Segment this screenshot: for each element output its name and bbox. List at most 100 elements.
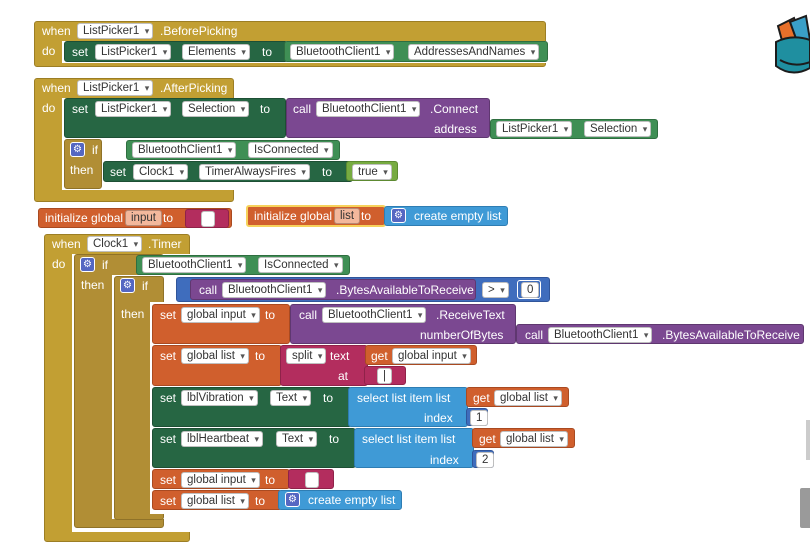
if-label: if [92, 143, 98, 157]
init-label: initialize global [254, 209, 333, 223]
method-label: .BytesAvailableToReceive [336, 283, 474, 297]
component-dropdown[interactable]: Clock1 [87, 236, 143, 252]
to-label: to [323, 391, 334, 405]
to-label: to [255, 349, 266, 363]
boolean-dropdown[interactable]: true [352, 164, 392, 180]
if-label: if [142, 279, 148, 293]
call-label: call [293, 102, 312, 116]
property-dropdown[interactable]: IsConnected [248, 142, 333, 158]
text-value-field[interactable]: | [377, 368, 392, 384]
variable-name-field[interactable]: input [125, 210, 162, 226]
text-label: text [330, 349, 350, 363]
component-dropdown[interactable]: BluetoothClient1 [142, 257, 247, 273]
set-label: set [72, 45, 89, 59]
method-label: .ReceiveText [436, 308, 505, 322]
create-list-label: create empty list [414, 209, 502, 223]
index-label: index [430, 453, 459, 467]
event-label: .Timer [148, 237, 182, 251]
component-dropdown[interactable]: BluetoothClient1 [548, 327, 653, 343]
to-label: to [265, 308, 276, 322]
component-dropdown[interactable]: lblVibration [181, 390, 258, 406]
then-label: then [70, 163, 94, 177]
address-label: address [434, 122, 477, 136]
set-label: set [160, 473, 177, 487]
text-value-field[interactable] [201, 211, 215, 227]
select-list-item-block[interactable] [348, 387, 468, 427]
set-label: set [160, 494, 177, 508]
text-value-field[interactable] [305, 472, 319, 488]
property-dropdown[interactable]: Selection [182, 101, 250, 117]
to-label: to [262, 45, 273, 59]
component-dropdown[interactable]: BluetoothClient1 [322, 307, 427, 323]
component-dropdown[interactable]: ListPicker1 [77, 80, 154, 96]
create-empty-list-block[interactable] [278, 490, 402, 510]
property-dropdown[interactable]: AddressesAndNames [408, 44, 540, 60]
number-of-bytes-label: numberOfBytes [420, 328, 504, 342]
number-field[interactable]: 1 [470, 410, 489, 426]
scrollbar-handle[interactable] [806, 420, 810, 460]
at-label: at [338, 369, 349, 383]
call-label: call [299, 308, 318, 322]
component-dropdown[interactable]: BluetoothClient1 [316, 101, 421, 117]
event-label: .BeforePicking [160, 24, 238, 38]
number-field[interactable]: 0 [521, 282, 540, 298]
method-label: .Connect [430, 102, 479, 116]
trash-can-icon[interactable] [800, 488, 810, 528]
component-dropdown[interactable]: BluetoothClient1 [290, 44, 395, 60]
init-label: initialize global [45, 211, 124, 225]
component-dropdown[interactable]: ListPicker1 [95, 44, 172, 60]
when-label: when [42, 24, 71, 38]
set-label: set [160, 349, 177, 363]
to-label: to [329, 432, 340, 446]
property-dropdown[interactable]: IsConnected [258, 257, 343, 273]
to-label: to [255, 494, 266, 508]
mutator-gear-icon[interactable]: ⚙ [285, 492, 300, 507]
property-dropdown[interactable]: Selection [584, 121, 652, 137]
component-dropdown[interactable]: Clock1 [133, 164, 189, 180]
select-list-item-label: select list item list [362, 432, 456, 446]
variable-dropdown[interactable]: global input [392, 348, 471, 364]
property-dropdown[interactable]: Elements [182, 44, 250, 60]
create-empty-list-block[interactable] [384, 206, 508, 226]
variable-dropdown[interactable]: global input [181, 307, 260, 323]
backpack-icon[interactable] [772, 12, 810, 76]
do-label: do [52, 257, 66, 271]
mutator-gear-icon[interactable]: ⚙ [391, 208, 406, 223]
when-label: when [52, 237, 81, 251]
split-dropdown[interactable]: split [286, 348, 327, 364]
mutator-gear-icon[interactable]: ⚙ [70, 142, 85, 157]
component-dropdown[interactable]: BluetoothClient1 [132, 142, 237, 158]
component-dropdown[interactable]: ListPicker1 [496, 121, 573, 137]
set-label: set [110, 165, 127, 179]
property-dropdown[interactable]: Text [270, 390, 312, 406]
mutator-gear-icon[interactable]: ⚙ [80, 257, 95, 272]
number-field[interactable]: 2 [476, 452, 495, 468]
variable-dropdown[interactable]: global list [181, 493, 249, 509]
set-label: set [160, 308, 177, 322]
call-label: call [199, 283, 218, 297]
to-label: to [163, 211, 174, 225]
operator-dropdown[interactable]: > [482, 282, 509, 298]
variable-dropdown[interactable]: global list [181, 348, 249, 364]
get-label: get [479, 432, 496, 446]
to-label: to [260, 102, 271, 116]
mutator-gear-icon[interactable]: ⚙ [120, 278, 135, 293]
component-dropdown[interactable]: ListPicker1 [77, 23, 154, 39]
component-dropdown[interactable]: BluetoothClient1 [222, 282, 327, 298]
property-dropdown[interactable]: TimerAlwaysFires [199, 164, 310, 180]
set-label: set [72, 102, 89, 116]
variable-name-field[interactable]: list [334, 208, 361, 224]
property-dropdown[interactable]: Text [276, 431, 318, 447]
component-dropdown[interactable]: lblHeartbeat [181, 431, 264, 447]
variable-dropdown[interactable]: global list [500, 431, 568, 447]
select-list-item-block[interactable] [354, 428, 474, 468]
component-dropdown[interactable]: ListPicker1 [95, 101, 172, 117]
index-label: index [424, 411, 453, 425]
select-list-item-label: select list item list [357, 391, 451, 405]
variable-dropdown[interactable]: global input [181, 472, 260, 488]
set-label: set [160, 432, 177, 446]
variable-dropdown[interactable]: global list [494, 390, 562, 406]
get-label: get [371, 349, 388, 363]
to-label: to [265, 473, 276, 487]
to-label: to [322, 165, 333, 179]
